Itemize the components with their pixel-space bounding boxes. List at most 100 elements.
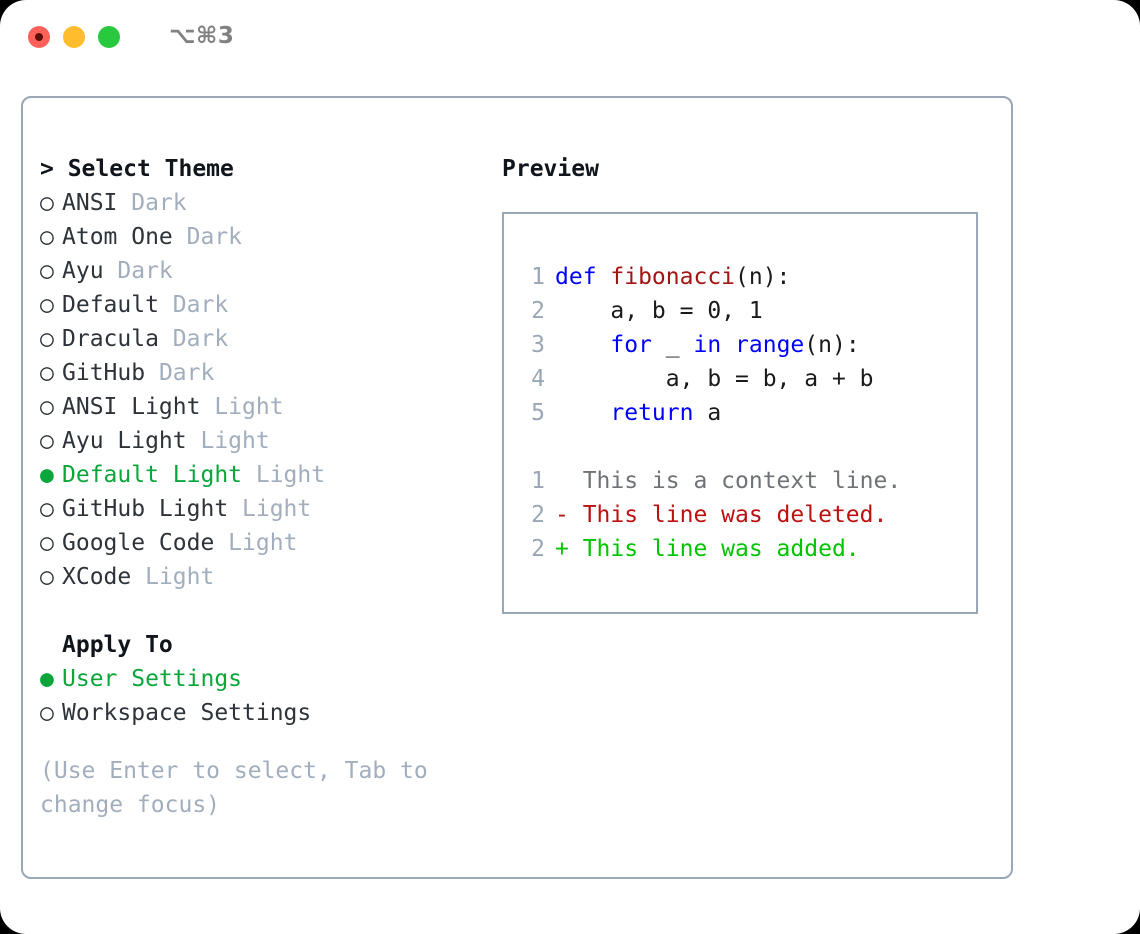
radio-unselected-icon[interactable]: ○: [40, 360, 68, 386]
radio-unselected-icon[interactable]: ○: [40, 564, 68, 590]
code-token: a: [693, 400, 722, 426]
code-token: return: [610, 400, 694, 426]
theme-name: Default Light: [62, 462, 243, 488]
diff-sample: 1 This is a context line.2- This line wa…: [519, 464, 970, 566]
theme-name: Dracula: [62, 326, 159, 352]
radio-unselected-icon[interactable]: ○: [40, 326, 68, 352]
theme-name: Default: [62, 292, 159, 318]
theme-list-item[interactable]: ○ Atom One Dark: [40, 220, 480, 254]
radio-unselected-icon[interactable]: ○: [40, 190, 68, 216]
radio-selected-icon[interactable]: ●: [40, 462, 68, 488]
diff-line: 1 This is a context line.: [519, 464, 970, 498]
code-token: a, b = b, a + b: [555, 366, 874, 392]
radio-unselected-icon[interactable]: ○: [40, 394, 68, 420]
code-token: fibonacci: [610, 264, 736, 290]
theme-list-item[interactable]: ○ XCode Light: [40, 560, 480, 594]
theme-name: Ayu Light: [62, 428, 187, 454]
code-token: (n):: [735, 264, 791, 290]
theme-name: GitHub Light: [62, 496, 229, 522]
theme-list-item[interactable]: ○ Dracula Dark: [40, 322, 480, 356]
line-number: 2: [531, 536, 545, 562]
theme-variant-badge: Dark: [172, 224, 243, 250]
apply-to-option[interactable]: ○ Workspace Settings: [40, 696, 480, 730]
code-token: [555, 400, 610, 426]
code-line: 5 return a: [519, 396, 970, 430]
theme-list-item[interactable]: ○ Ayu Dark: [40, 254, 480, 288]
radio-unselected-icon[interactable]: ○: [40, 258, 68, 284]
theme-list-item[interactable]: ○ Ayu Light Light: [40, 424, 480, 458]
code-token: def: [555, 264, 611, 290]
theme-name: Ayu: [62, 258, 104, 284]
theme-name: ANSI Light: [62, 394, 201, 420]
zoom-button-icon[interactable]: [98, 26, 120, 48]
code-token: _: [651, 332, 694, 358]
theme-variant-badge: Light: [200, 394, 284, 420]
apply-to-option-label: Workspace Settings: [62, 700, 312, 726]
theme-selector-panel: > Select Theme ○ ANSI Dark○ Atom One Dar…: [21, 96, 1013, 879]
line-number: 5: [531, 400, 545, 426]
radio-unselected-icon[interactable]: ○: [40, 428, 68, 454]
minimize-button-icon[interactable]: [63, 26, 85, 48]
theme-list-item[interactable]: ● Default Light Light: [40, 458, 480, 492]
page-title-text: Select Theme: [67, 156, 234, 182]
theme-variant-badge: Dark: [158, 326, 229, 352]
code-line: 2 a, b = 0, 1: [519, 294, 970, 328]
theme-list-item[interactable]: ○ Google Code Light: [40, 526, 480, 560]
apply-to-option[interactable]: ● User Settings: [40, 662, 480, 696]
code-token: in: [693, 332, 722, 358]
traffic-light-controls: [28, 26, 120, 48]
theme-variant-badge: Light: [214, 530, 298, 556]
code-line: 3 for _ in range(n):: [519, 328, 970, 362]
theme-variant-badge: Dark: [158, 292, 229, 318]
theme-variant-badge: Dark: [117, 190, 187, 216]
theme-variant-badge: Light: [186, 428, 270, 454]
code-token: [721, 332, 735, 358]
close-button-icon[interactable]: [28, 26, 50, 48]
diff-line: 2- This line was deleted.: [519, 498, 970, 532]
line-number: 4: [531, 366, 545, 392]
code-token: for: [610, 332, 652, 358]
theme-list-item[interactable]: ○ GitHub Dark: [40, 356, 480, 390]
radio-unselected-icon[interactable]: ○: [40, 224, 68, 250]
radio-unselected-icon[interactable]: ○: [40, 530, 68, 556]
code-token: a, b = 0, 1: [555, 298, 763, 324]
line-number: 2: [531, 502, 545, 528]
theme-variant-badge: Light: [228, 496, 312, 522]
apply-to-list: ● User Settings○ Workspace Settings: [40, 662, 480, 730]
diff-line: 2+ This line was added.: [519, 532, 970, 566]
theme-list-item[interactable]: ○ ANSI Light Light: [40, 390, 480, 424]
radio-unselected-icon[interactable]: ○: [40, 700, 68, 726]
radio-selected-icon[interactable]: ●: [40, 666, 68, 692]
code-token: [555, 332, 610, 358]
diff-line-text: This is a context line.: [555, 468, 902, 494]
theme-list-item[interactable]: ○ Default Dark: [40, 288, 480, 322]
theme-name: ANSI: [62, 190, 118, 216]
list-spacer: [40, 594, 480, 628]
line-number: 3: [531, 332, 545, 358]
theme-list-item[interactable]: ○ GitHub Light Light: [40, 492, 480, 526]
line-number: 2: [531, 298, 545, 324]
theme-name: GitHub: [62, 360, 146, 386]
theme-variant-badge: Dark: [103, 258, 173, 284]
theme-variant-badge: Light: [131, 564, 215, 590]
theme-list-column: > Select Theme ○ ANSI Dark○ Atom One Dar…: [40, 152, 480, 822]
code-diff-spacer: [519, 430, 970, 464]
prompt-caret: >: [40, 156, 68, 182]
radio-unselected-icon[interactable]: ○: [40, 496, 68, 522]
keyboard-shortcut-label: ⌥⌘3: [169, 23, 235, 49]
theme-list: ○ ANSI Dark○ Atom One Dark○ Ayu Dark○ De…: [40, 186, 480, 594]
theme-name: Google Code: [62, 530, 215, 556]
theme-list-item[interactable]: ○ ANSI Dark: [40, 186, 480, 220]
theme-name: Atom One: [62, 224, 173, 250]
radio-unselected-icon[interactable]: ○: [40, 292, 68, 318]
code-line: 4 a, b = b, a + b: [519, 362, 970, 396]
theme-variant-badge: Light: [242, 462, 326, 488]
apply-to-option-label: User Settings: [62, 666, 243, 692]
line-number: 1: [531, 468, 545, 494]
